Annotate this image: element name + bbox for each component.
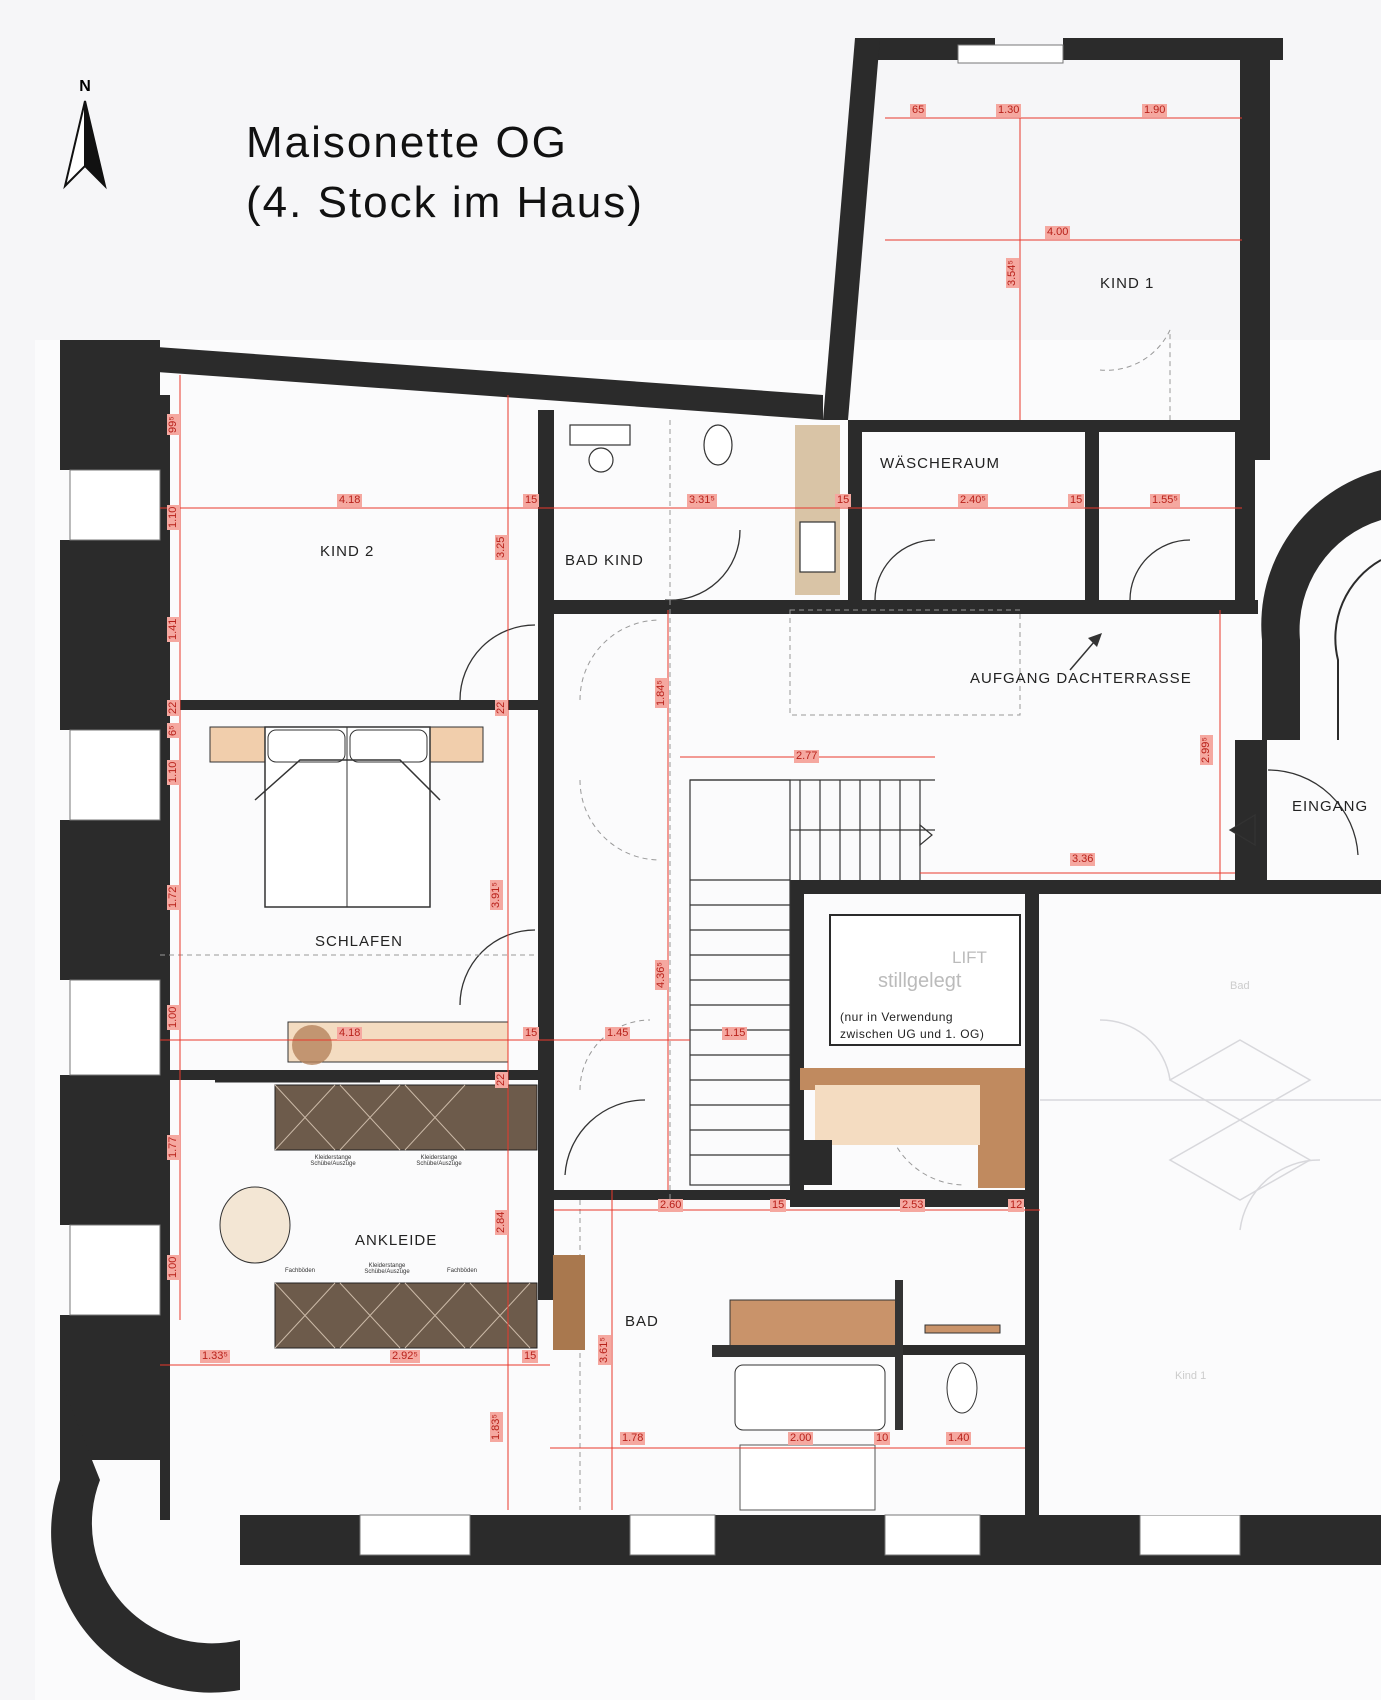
room-label-schlafen: SCHLAFEN xyxy=(315,933,404,950)
dimension-label: 22 xyxy=(495,699,508,716)
dimension-label: 3.31⁵ xyxy=(687,494,717,507)
dimension-label: 2.77 xyxy=(794,750,820,763)
dimension-label: 4.36⁵ xyxy=(655,960,668,990)
dimension-label: 1.55⁵ xyxy=(1150,494,1180,507)
dimension-label: 1.30 xyxy=(996,104,1022,117)
dimension-label: 15 xyxy=(835,494,852,507)
dimension-label: 15 xyxy=(522,1350,539,1363)
dimension-label: 2.00 xyxy=(788,1432,814,1445)
dimension-label: 1.40 xyxy=(946,1432,972,1445)
dimension-label: 3.25 xyxy=(495,534,508,560)
dimension-label: 1.00 xyxy=(167,1004,180,1030)
dimension-label: 1.10 xyxy=(167,759,180,785)
room-label-bad-kind: BAD KIND xyxy=(565,552,644,569)
wardrobe-label: Fachböden xyxy=(446,1268,478,1274)
plan-title: Maisonette OG xyxy=(246,118,568,167)
dimension-label: 22 xyxy=(495,1071,508,1088)
doors xyxy=(459,529,1359,1176)
ghost-room-label: Kind 1 xyxy=(1175,1370,1207,1382)
dimension-label: 1.83⁵ xyxy=(490,1412,503,1442)
dimension-label: 99⁵ xyxy=(167,414,180,435)
dimension-label: 1.41 xyxy=(167,616,180,642)
dimension-label: 2.53 xyxy=(900,1199,926,1212)
dimension-label: 1.77 xyxy=(167,1134,180,1160)
dimension-label: 15 xyxy=(1068,494,1085,507)
dimension-label: 1.45 xyxy=(605,1027,631,1040)
room-label-waescheraum: WÄSCHERAUM xyxy=(880,455,1001,472)
dimension-label: 15 xyxy=(523,1027,540,1040)
dimension-label: 15 xyxy=(770,1199,787,1212)
wardrobe-label: Kleiderstange Schübe/Auszüge xyxy=(364,1263,410,1275)
lift-note-2: zwischen UG und 1. OG) xyxy=(840,1027,985,1041)
dimension-label: 1.72 xyxy=(167,884,180,910)
dimension-label: 3.36 xyxy=(1070,853,1096,866)
dimension-label: 3.54⁵ xyxy=(1006,258,1019,288)
dimension-label: 10 xyxy=(874,1432,891,1445)
dimension-label: 3.61⁵ xyxy=(598,1335,611,1365)
wardrobe-label: Fachböden xyxy=(284,1268,316,1274)
north-label: N xyxy=(79,78,91,95)
lift-label: LIFT xyxy=(952,948,987,967)
room-label-ankleide: ANKLEIDE xyxy=(355,1232,438,1249)
dimension-label: 1.15 xyxy=(722,1027,748,1040)
dimension-label: 2.92⁵ xyxy=(390,1350,420,1363)
room-label-kind2: KIND 2 xyxy=(320,543,375,560)
dimension-label: 4.18 xyxy=(337,494,363,507)
plan-subtitle: (4. Stock im Haus) xyxy=(246,178,644,227)
dimension-label: 2.99⁵ xyxy=(1200,735,1213,765)
dimension-label: 1.00 xyxy=(167,1254,180,1280)
room-label-bad: BAD xyxy=(625,1313,659,1330)
dimension-label: 1.78 xyxy=(620,1432,646,1445)
dimension-label: 15 xyxy=(523,494,540,507)
dimension-label: 65 xyxy=(910,104,927,117)
ghost-room-label: Bad xyxy=(1230,980,1250,992)
room-label-aufgang: AUFGANG DACHTERRASSE xyxy=(970,670,1192,687)
dimension-label: 1.33⁵ xyxy=(200,1350,230,1363)
dimension-label: 1.10 xyxy=(167,504,180,530)
dimension-label: 6⁵ xyxy=(167,723,180,738)
walls xyxy=(51,38,1381,1693)
wardrobe-label: Kleiderstange Schübe/Auszüge xyxy=(310,1155,356,1167)
dimension-label: 22 xyxy=(167,699,180,716)
dimension-label: 4.00 xyxy=(1045,226,1071,239)
wardrobe-label: Kleiderstange Schübe/Auszüge xyxy=(416,1155,462,1167)
north-arrow-shape xyxy=(63,100,107,190)
dimension-label: 12 xyxy=(1008,1199,1025,1212)
lift-status: stillgelegt xyxy=(878,970,962,992)
dimension-label: 2.84 xyxy=(495,1209,508,1235)
dimension-label: 3.91⁵ xyxy=(490,880,503,910)
dimension-label: 2.60 xyxy=(658,1199,684,1212)
lift-note-1: (nur in Verwendung xyxy=(840,1010,954,1024)
staircase xyxy=(689,779,935,1186)
dimension-label: 4.18 xyxy=(337,1027,363,1040)
room-label-eingang: EINGANG xyxy=(1292,798,1369,815)
dimension-label: 2.40⁵ xyxy=(958,494,988,507)
dimension-label: 1.90 xyxy=(1142,104,1168,117)
dimension-label: 1.84⁵ xyxy=(655,678,668,708)
room-label-kind1: KIND 1 xyxy=(1100,275,1155,292)
north-arrow-icon: N xyxy=(60,78,110,191)
